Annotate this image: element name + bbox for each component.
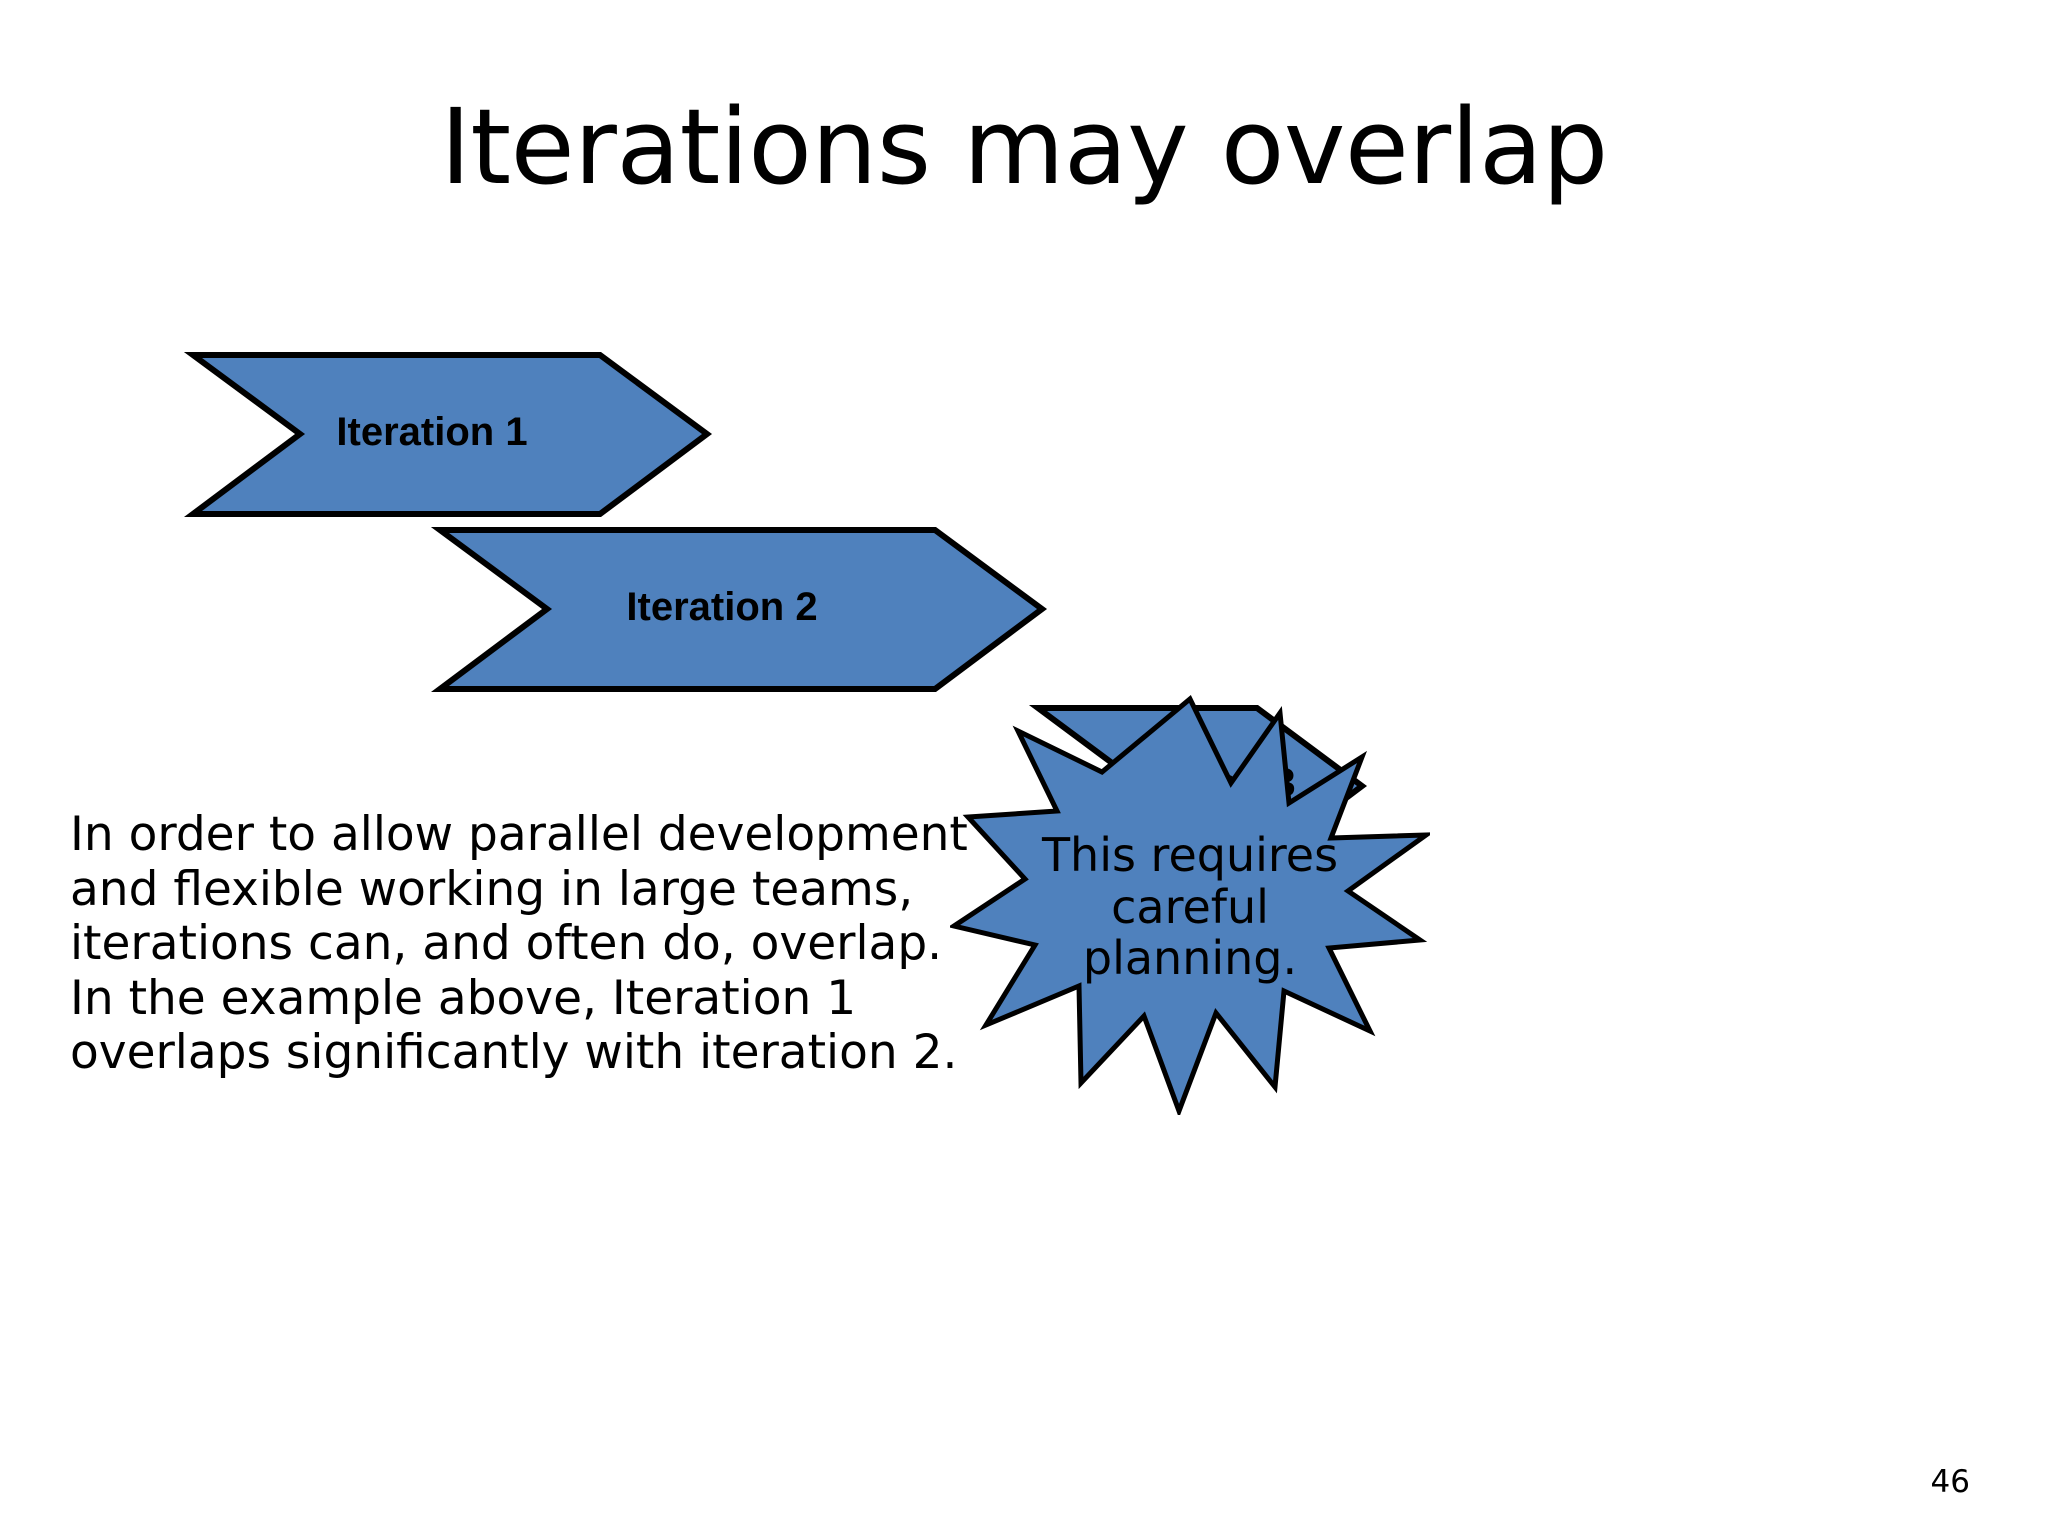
body-paragraph-2: In the example above, Iteration 1 overla… [70,970,958,1081]
chevron-shape-icon [183,352,713,517]
chevron-shape-icon [430,527,1048,692]
chevron-label-iteration-2: Iteration 2 [626,585,818,629]
callout-explosion-star: This requires careful planning. [950,695,1430,1115]
body-text-block: In order to allow parallel development a… [70,807,1000,1081]
callout-line-3: planning. [1082,931,1298,986]
callout-line-1: This requires [1041,828,1339,882]
page-number: 46 [1930,1464,1970,1500]
body-paragraph-1: In order to allow parallel development a… [70,807,968,972]
star-burst-icon [950,695,1430,1115]
chevron-iteration-1: Iteration 1 [183,352,713,517]
chevron-label-iteration-1: Iteration 1 [336,410,528,454]
page-title: Iterations may overlap [440,86,1608,208]
callout-line-2: careful [1111,879,1269,934]
chevron-iteration-2: Iteration 2 [430,527,1048,692]
callout-text: This requires careful planning. [1000,828,1380,986]
